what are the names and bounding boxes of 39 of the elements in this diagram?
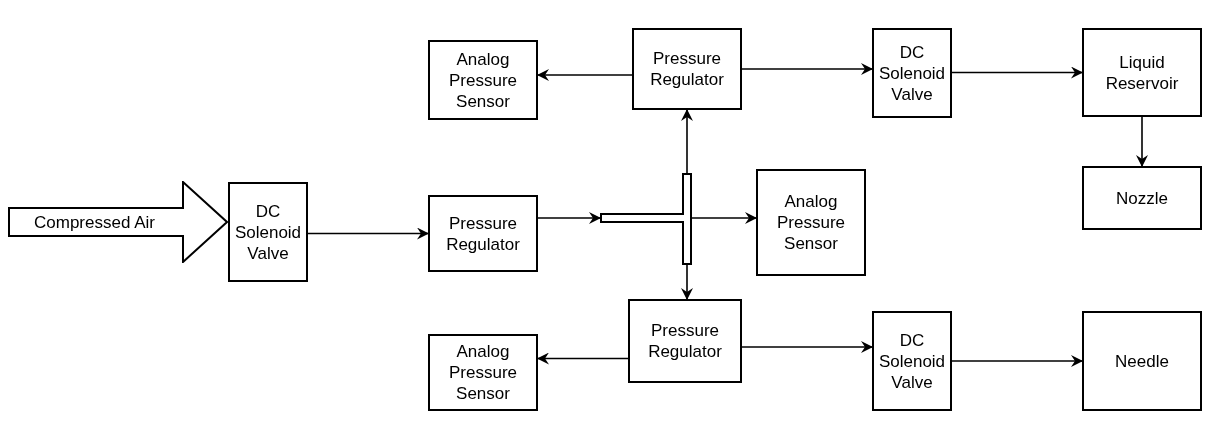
arrow: [951, 66, 1083, 79]
arrow: [951, 355, 1083, 367]
process-box: [428, 40, 538, 120]
process-box: [1082, 311, 1202, 411]
node-label: Liquid Reservoir: [1104, 51, 1180, 94]
process-box: [428, 195, 538, 272]
process-box: [872, 311, 952, 411]
arrow: [691, 212, 757, 224]
arrow: [1136, 116, 1148, 167]
process-box: [1082, 166, 1202, 230]
node-label: Compressed Air: [33, 211, 156, 233]
arrow: [681, 264, 693, 300]
arrow: [681, 109, 693, 174]
tee-pipe: [600, 173, 692, 265]
arrow: [537, 69, 633, 81]
node-label: Analog Pressure Sensor: [776, 191, 846, 254]
process-box: [632, 28, 742, 110]
process-box: [228, 182, 308, 282]
process-box: [1082, 28, 1202, 117]
node-label: Pressure Regulator: [445, 212, 521, 255]
node-label: Nozzle: [1115, 187, 1169, 209]
node-label: Needle: [1114, 350, 1170, 372]
process-box: [756, 169, 866, 276]
arrow: [537, 212, 601, 224]
node-label: Pressure Regulator: [649, 48, 725, 90]
arrow: [307, 227, 429, 240]
node-label: Pressure Regulator: [647, 320, 723, 362]
process-box: [872, 28, 952, 118]
node-label: DC Solenoid Valve: [877, 329, 947, 393]
block-arrow: [8, 181, 228, 263]
node-label: DC Solenoid Valve: [233, 200, 303, 264]
process-box: [428, 334, 538, 411]
arrow: [537, 352, 629, 365]
arrow: [741, 341, 873, 353]
node-label: Analog Pressure Sensor: [448, 48, 518, 112]
process-box: [628, 299, 742, 383]
arrow: [741, 63, 873, 75]
node-label: DC Solenoid Valve: [877, 41, 947, 105]
node-label: Analog Pressure Sensor: [448, 341, 518, 404]
